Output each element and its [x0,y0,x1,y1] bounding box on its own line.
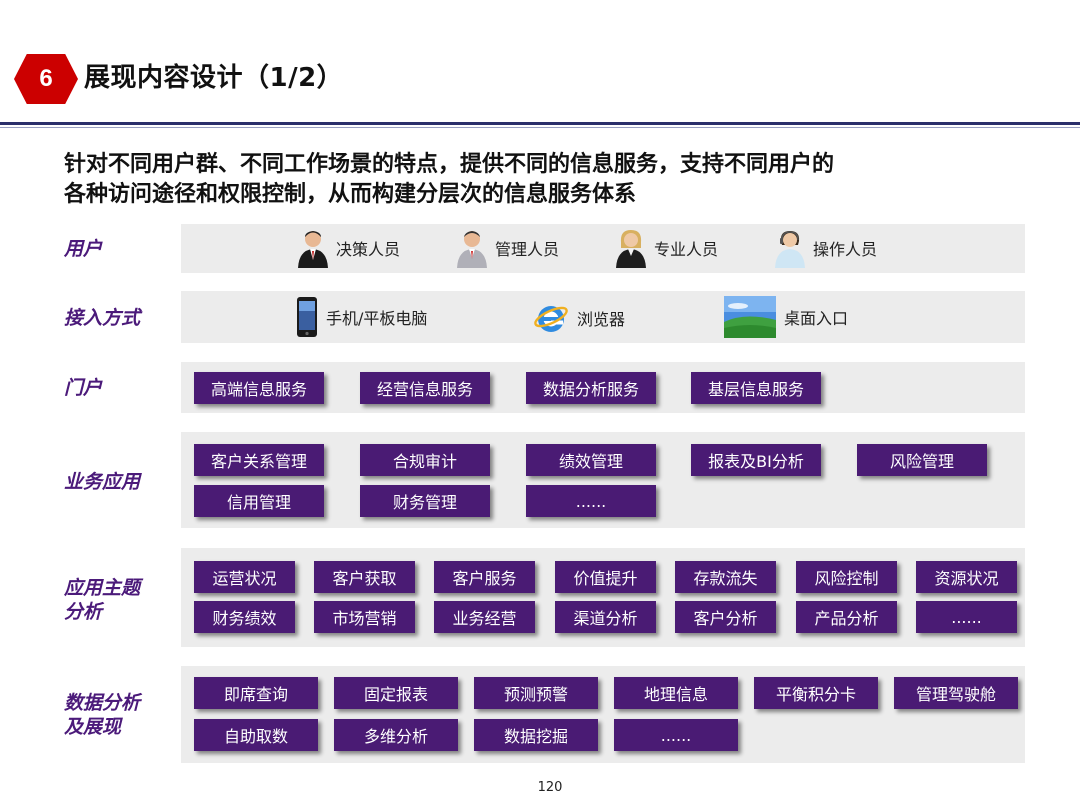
business-item-compliance[interactable]: 合规审计 [360,444,490,476]
portal-item-high-end[interactable]: 高端信息服务 [194,372,324,404]
theme-item[interactable]: 市场营销 [314,601,415,633]
business-item-crm[interactable]: 客户关系管理 [194,444,324,476]
access-browser: 浏览器 [533,300,625,336]
theme-item[interactable]: 资源状况 [916,561,1017,593]
smartphone-icon [296,296,318,338]
theme-item[interactable]: 财务绩效 [194,601,295,633]
row-label-line: 数据分析 [64,691,140,715]
business-item-performance[interactable]: 绩效管理 [526,444,656,476]
row-label-users: 用户 [64,237,102,261]
subtitle: 针对不同用户群、不同工作场景的特点，提供不同的信息服务，支持不同用户的 各种访问… [64,150,1044,210]
theme-item[interactable]: 客户分析 [675,601,776,633]
analytics-item[interactable]: 固定报表 [334,677,458,709]
businessman-icon [296,228,330,268]
access-label: 浏览器 [577,306,625,330]
portal-item-operations[interactable]: 经营信息服务 [360,372,490,404]
portal-item-data-analysis[interactable]: 数据分析服务 [526,372,656,404]
subtitle-line-1: 针对不同用户群、不同工作场景的特点，提供不同的信息服务，支持不同用户的 [64,150,1044,180]
row-label-analytics: 数据分析 及展现 [64,691,140,739]
header-divider-thin [0,127,1080,128]
user-label: 决策人员 [336,236,400,260]
theme-item[interactable]: 渠道分析 [555,601,656,633]
analytics-item[interactable]: 数据挖掘 [474,719,598,751]
operator-headset-icon [773,228,807,268]
theme-item-more[interactable]: ...... [916,601,1017,633]
analytics-item[interactable]: 即席查询 [194,677,318,709]
user-decision-maker: 决策人员 [296,224,400,272]
analytics-item[interactable]: 自助取数 [194,719,318,751]
user-professional: 专业人员 [614,224,718,272]
user-label: 专业人员 [654,236,718,260]
theme-item[interactable]: 客户获取 [314,561,415,593]
theme-item[interactable]: 价值提升 [555,561,656,593]
theme-item[interactable]: 客户服务 [434,561,535,593]
desktop-wallpaper-icon [724,296,776,338]
manager-icon [455,228,489,268]
theme-item[interactable]: 风险控制 [796,561,897,593]
page-number: 120 [0,780,1080,795]
section-number-badge: 6 [14,54,78,104]
access-label: 手机/平板电脑 [326,305,427,329]
analytics-item[interactable]: 预测预警 [474,677,598,709]
business-item-credit[interactable]: 信用管理 [194,485,324,517]
business-item-finance[interactable]: 财务管理 [360,485,490,517]
user-operator: 操作人员 [773,224,877,272]
theme-item[interactable]: 存款流失 [675,561,776,593]
professional-woman-icon [614,228,648,268]
row-label-line: 及展现 [64,715,140,739]
user-label: 操作人员 [813,236,877,260]
access-desktop: 桌面入口 [724,296,848,338]
page-title: 展现内容设计（1/2） [84,57,343,94]
analytics-item[interactable]: 管理驾驶舱 [894,677,1018,709]
row-label-theme: 应用主题 分析 [64,576,140,624]
row-label-line: 应用主题 [64,576,140,600]
theme-item[interactable]: 运营状况 [194,561,295,593]
user-label: 管理人员 [495,236,559,260]
analytics-item-more[interactable]: ...... [614,719,738,751]
subtitle-line-2: 各种访问途径和权限控制，从而构建分层次的信息服务体系 [64,180,1044,210]
business-item-more[interactable]: ...... [526,485,656,517]
analytics-item[interactable]: 平衡积分卡 [754,677,878,709]
portal-item-grassroots[interactable]: 基层信息服务 [691,372,821,404]
row-label-line: 分析 [64,600,140,624]
analytics-item[interactable]: 多维分析 [334,719,458,751]
access-label: 桌面入口 [784,305,848,329]
row-label-portal: 门户 [64,376,102,400]
header-divider [0,122,1080,125]
row-label-business: 业务应用 [64,470,140,494]
user-manager: 管理人员 [455,224,559,272]
business-item-reports-bi[interactable]: 报表及BI分析 [691,444,821,476]
business-item-risk[interactable]: 风险管理 [857,444,987,476]
ie-browser-icon [533,300,569,336]
row-label-access: 接入方式 [64,306,140,330]
access-mobile: 手机/平板电脑 [296,296,427,338]
analytics-item[interactable]: 地理信息 [614,677,738,709]
theme-item[interactable]: 业务经营 [434,601,535,633]
theme-item[interactable]: 产品分析 [796,601,897,633]
